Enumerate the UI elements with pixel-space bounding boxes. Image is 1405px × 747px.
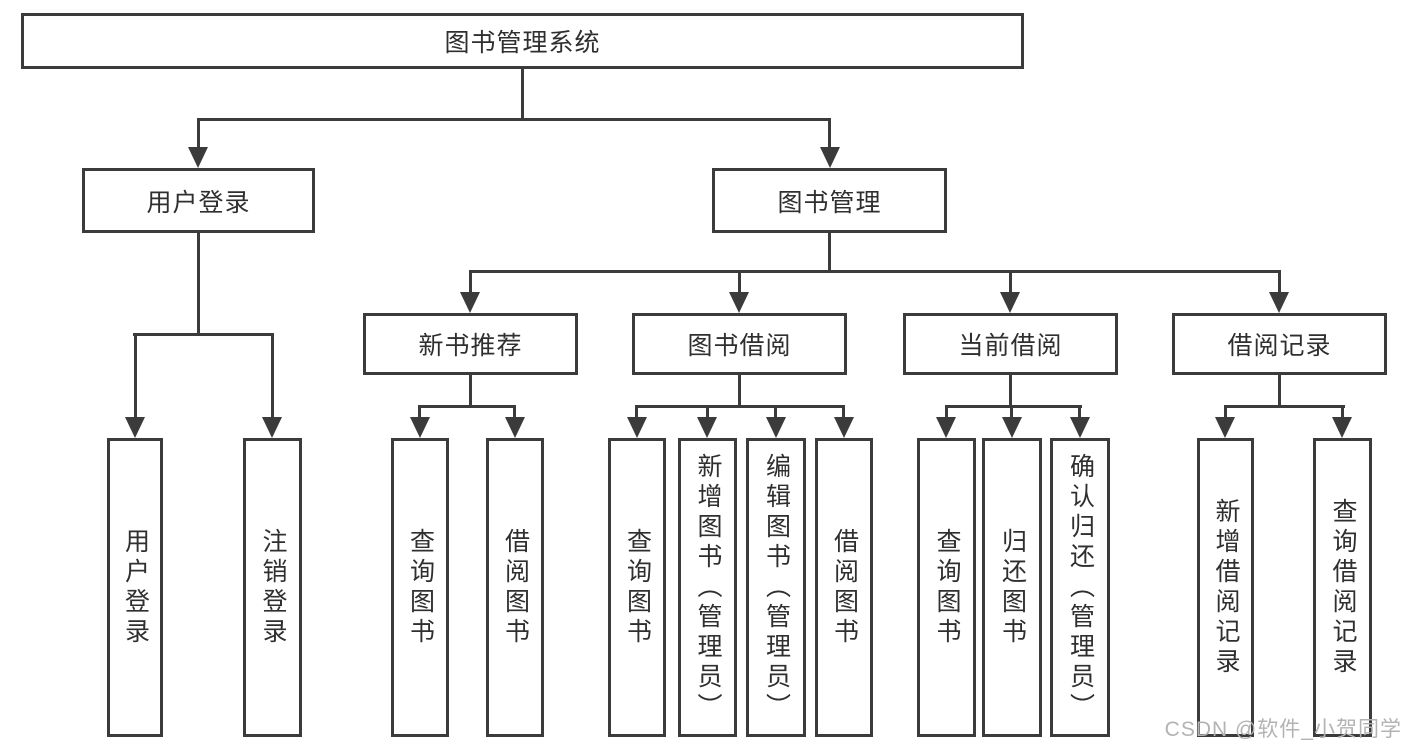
connector-line [133,333,274,336]
leaf-user-login: 用户登录 [107,438,163,737]
leaf-query-books-borrow-label: 查询图书 [623,527,652,648]
leaf-return-book-label: 归还图书 [998,527,1027,648]
connector-line [635,405,845,408]
node-book-management: 图书管理 [712,168,947,233]
connector-line [469,375,472,408]
arrow-down-icon [834,417,854,438]
connector-line [197,233,200,336]
leaf-add-borrow-record: 新增借阅记录 [1197,438,1254,737]
arrow-down-icon [1332,417,1352,438]
connector-line [134,333,137,418]
connector-line [197,118,200,148]
arrow-down-icon [505,417,525,438]
leaf-add-book-admin: 新增图书（管理员） [678,438,737,737]
connector-line [271,333,274,418]
arrow-down-icon [936,417,956,438]
arrow-down-icon [410,417,430,438]
leaf-borrow-books-recommend: 借阅图书 [486,438,544,737]
connector-line [945,405,948,418]
arrow-down-icon [188,147,208,168]
connector-line [1224,405,1345,408]
arrow-down-icon [1269,292,1289,313]
leaf-user-login-label: 用户登录 [121,527,150,648]
leaf-confirm-return-admin: 确认归还（管理员） [1050,438,1110,737]
leaf-query-borrow-record-label: 查询借阅记录 [1329,497,1357,678]
leaf-query-books-recommend-label: 查询图书 [406,527,435,648]
node-current-borrow: 当前借阅 [903,313,1118,375]
connector-line [1009,375,1012,408]
leaf-query-books-current-label: 查询图书 [933,527,961,648]
leaf-query-books-borrow: 查询图书 [608,438,666,737]
arrow-down-icon [125,417,145,438]
csdn-watermark: CSDN @软件_小贺同学 [1164,718,1402,741]
arrow-down-icon [627,417,647,438]
leaf-logout-label: 注销登录 [259,527,287,648]
leaf-borrow-books-recommend-label: 借阅图书 [501,527,530,648]
leaf-return-book: 归还图书 [982,438,1042,737]
node-new-book-recommend: 新书推荐 [363,313,578,375]
connector-line [197,118,831,121]
leaf-add-borrow-record-label: 新增借阅记录 [1212,497,1240,678]
leaf-query-books-current: 查询图书 [917,438,976,737]
arrow-down-icon [1215,417,1235,438]
leaf-borrow-books: 借阅图书 [815,438,873,737]
arrow-down-icon [1002,417,1022,438]
connector-line [513,405,516,418]
node-book-management-label: 图书管理 [777,188,882,217]
node-user-login-label: 用户登录 [146,188,251,217]
node-borrow-records: 借阅记录 [1172,313,1387,375]
arrow-down-icon [1000,292,1020,313]
connector-line [1009,270,1012,292]
node-book-borrow-label: 图书借阅 [687,332,792,360]
leaf-add-book-admin-label: 新增图书（管理员） [694,452,722,723]
connector-line [1278,270,1281,292]
leaf-query-books-recommend: 查询图书 [391,438,449,737]
node-borrow-records-label: 借阅记录 [1227,332,1332,360]
node-new-book-recommend-label: 新书推荐 [418,332,523,360]
arrow-down-icon [820,147,840,168]
arrow-down-icon [1070,417,1090,438]
connector-line [738,270,741,292]
connector-line [418,405,516,408]
arrow-down-icon [729,292,749,313]
node-root-label: 图书管理系统 [444,29,601,57]
connector-line [828,118,831,148]
connector-line [945,405,1082,408]
connector-line [1341,405,1344,418]
connector-line [774,405,777,418]
leaf-edit-book-admin-label: 编辑图书（管理员） [762,452,791,723]
arrow-down-icon [766,417,786,438]
connector-line [842,405,845,418]
connector-line [1078,405,1081,418]
connector-line [469,270,1281,273]
leaf-query-borrow-record: 查询借阅记录 [1313,438,1372,737]
connector-line [738,375,741,408]
leaf-logout: 注销登录 [243,438,302,737]
arrow-down-icon [460,292,480,313]
connector-line [1010,405,1013,418]
connector-line [469,270,472,292]
connector-line [635,405,638,418]
connector-line [1224,405,1227,418]
arrow-down-icon [697,417,717,438]
node-current-borrow-label: 当前借阅 [958,332,1063,360]
node-user-login: 用户登录 [82,168,315,233]
connector-line [706,405,709,418]
arrow-down-icon [262,417,282,438]
leaf-borrow-books-label: 借阅图书 [830,527,859,648]
leaf-confirm-return-admin-label: 确认归还（管理员） [1066,452,1095,723]
connector-line [1278,375,1281,408]
connector-line [521,69,524,121]
node-root: 图书管理系统 [21,13,1024,69]
leaf-edit-book-admin: 编辑图书（管理员） [746,438,806,737]
connector-line [828,233,831,273]
connector-line [418,405,421,418]
node-book-borrow: 图书借阅 [632,313,847,375]
